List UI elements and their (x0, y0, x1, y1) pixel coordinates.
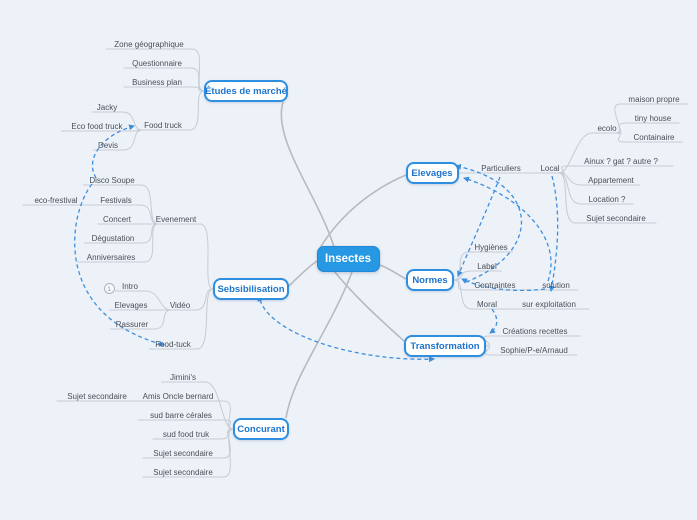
node-evenement-connector (199, 223, 214, 290)
node-sujet-secondaire-3-connector (558, 172, 576, 224)
node-business-plan[interactable]: Business plan (132, 77, 182, 87)
node-appartement[interactable]: Appartement (588, 175, 634, 185)
node-sujet-secondaire-1-connector (223, 428, 234, 459)
root-insectes[interactable]: Insectes (316, 246, 380, 272)
node-moral-connector (453, 279, 473, 310)
node-devis[interactable]: Devis (97, 140, 118, 150)
node-eco-frestival[interactable]: eco-frestival (34, 195, 78, 205)
node-ecolo-connector (558, 132, 593, 174)
node-anniversaires[interactable]: Anniversaires (86, 252, 136, 262)
node-business-plan-connector (190, 86, 205, 92)
node-maison-propre[interactable]: maison propre (628, 94, 680, 104)
link-normes-to-elevages (455, 164, 523, 283)
node-solution[interactable]: solution (542, 280, 570, 290)
node-zone-geographique-connector (191, 48, 205, 92)
node-hygienes-connector (453, 251, 470, 281)
node-sud-barre-cerales[interactable]: sud barre cérales (150, 410, 212, 420)
intro-attachment-badge[interactable]: 1 (103, 282, 115, 294)
node-food-truck[interactable]: Food truck (144, 120, 182, 130)
node-food-truck-connector (189, 90, 205, 131)
node-ecolo[interactable]: ecolo (597, 123, 617, 133)
node-rassurer-connector (153, 309, 172, 330)
node-maison-propre-connector (614, 103, 621, 134)
node-disco-soupe[interactable]: Disco Soupe (89, 175, 135, 185)
node-sur-exploitation[interactable]: sur exploitation (522, 299, 576, 309)
edge-root-normes (379, 264, 407, 280)
node-moral[interactable]: Moral (476, 299, 497, 309)
node-degustation-connector (141, 223, 159, 244)
node-sujet-secondaire-3[interactable]: Sujet secondaire (586, 213, 646, 223)
node-local[interactable]: Local (540, 163, 560, 173)
edge-root-sebsibilisation (288, 260, 318, 287)
node-video-connector (194, 288, 214, 311)
node-rassurer[interactable]: Rassurer (115, 319, 149, 329)
node-questionnaire-connector (190, 67, 205, 92)
node-sud-food-truk-connector (219, 428, 234, 440)
link-disco-soupe-to-food-truck (91, 124, 135, 179)
link-moral-to-transformation (489, 308, 498, 334)
node-sophie-pe-arnaud[interactable]: Sophie/P-e/Arnaud (500, 345, 568, 355)
node-sujet-secondaire-2-connector (223, 428, 234, 478)
node-sujet-secondaire-2[interactable]: Sujet secondaire (153, 467, 213, 477)
node-sud-food-truk[interactable]: sud food truk (162, 429, 210, 439)
link-particuliers-to-normes (457, 176, 501, 277)
node-sophie-pe-arnaud-connector (484, 345, 492, 356)
node-festivals[interactable]: Festivals (100, 195, 132, 205)
link-local-to-sur-exploitation (548, 175, 559, 292)
link-sebsibilisation-to-transformation (257, 295, 435, 363)
edge-root-etudes (280, 101, 335, 248)
node-intro[interactable]: Intro (121, 281, 138, 291)
node-particuliers[interactable]: Particuliers (481, 163, 521, 173)
node-degustation[interactable]: Dégustation (91, 233, 135, 243)
node-jacky[interactable]: Jacky (96, 102, 118, 112)
node-video[interactable]: Vidéo (169, 300, 191, 310)
node-amis-oncle-bernard-connector (223, 400, 234, 430)
node-hygienes[interactable]: Hygiènes (474, 242, 508, 252)
node-location-connector (558, 172, 581, 205)
node-questionnaire[interactable]: Questionnaire (132, 58, 182, 68)
node-anniversaires-connector (144, 223, 159, 263)
node-evenement[interactable]: Evenement (155, 214, 197, 224)
node-concert[interactable]: Concert (102, 214, 131, 224)
edge-root-concurant (285, 271, 353, 419)
node-elevages-video[interactable]: Elevages (114, 300, 148, 310)
topic-elevages[interactable]: Elevages (405, 162, 459, 184)
node-festivals-connector (139, 204, 159, 225)
node-containaire-connector (615, 132, 626, 143)
node-disco-soupe-connector (140, 184, 159, 225)
node-intro-connector (144, 290, 172, 311)
node-creations-recettes[interactable]: Créations recettes (502, 326, 568, 336)
node-contraintes[interactable]: Contraintes (474, 280, 516, 290)
edge-root-transformation (333, 270, 405, 342)
node-sujet-secondaire-amis[interactable]: Sujet secondaire (67, 391, 127, 401)
node-zone-geographique[interactable]: Zone géographique (114, 39, 184, 49)
topic-concurant[interactable]: Concurant (233, 418, 289, 440)
topic-transformation[interactable]: Transformation (404, 335, 486, 357)
node-food-tuck-connector (196, 288, 214, 350)
node-food-tuck[interactable]: Food-tuck (155, 339, 191, 349)
node-jiminis[interactable]: Jimini's (170, 372, 196, 382)
node-amis-oncle-bernard[interactable]: Amis Oncle bernard (142, 391, 214, 401)
node-tiny-house[interactable]: tiny house (634, 113, 672, 123)
node-location[interactable]: Location ? (588, 194, 626, 204)
node-ainux-gat-autre[interactable]: Ainux ? gat ? autre ? (584, 156, 658, 166)
node-label[interactable]: Label (477, 261, 497, 271)
topic-etudes-de-marche[interactable]: Études de marché (204, 80, 288, 102)
link-disco-soupe-to-food-tuck (74, 183, 165, 347)
topic-normes[interactable]: Normes (406, 269, 454, 291)
node-devis-connector (122, 129, 143, 151)
node-jacky-connector (121, 111, 143, 131)
node-sujet-secondaire-1[interactable]: Sujet secondaire (153, 448, 213, 458)
edge-root-elevages (319, 174, 407, 249)
node-eco-food-truck[interactable]: Eco food truck (71, 121, 123, 131)
link-solution-to-elevages (463, 176, 552, 282)
node-containaire[interactable]: Containaire (633, 132, 675, 142)
topic-sebsibilisation[interactable]: Sebsibilisation (213, 278, 289, 300)
